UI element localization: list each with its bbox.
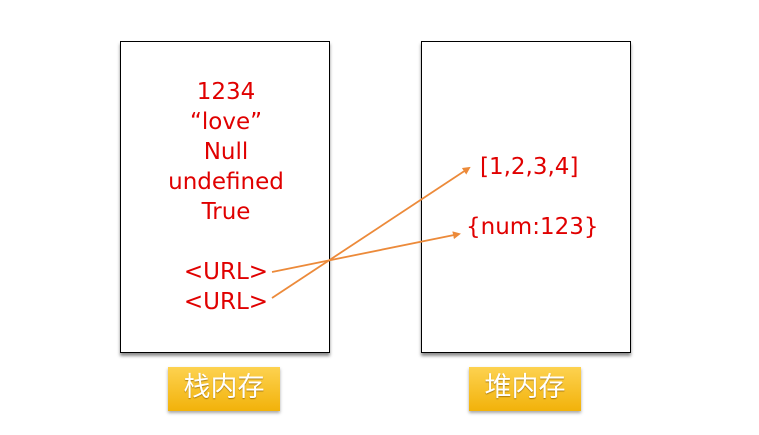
heap-object-array: [1,2,3,4] [480, 154, 579, 180]
stack-value-number: 1234 [196, 79, 256, 105]
stack-value-string: “love” [189, 109, 263, 135]
stack-memory-label: 栈内存 [168, 367, 280, 411]
stack-ref-array: <URL> [183, 259, 269, 285]
heap-memory-label: 堆内存 [469, 367, 581, 411]
stack-value-undefined: undefined [168, 169, 284, 195]
heap-object-literal: {num:123} [466, 214, 599, 240]
stack-ref-object: <URL> [183, 289, 269, 315]
stack-value-null: Null [203, 139, 249, 165]
heap-memory-box: [1,2,3,4] {num:123} [421, 41, 631, 353]
stack-memory-box: 1234 “love” Null undefined True <URL> <U… [120, 41, 330, 353]
stack-value-boolean: True [201, 199, 251, 225]
